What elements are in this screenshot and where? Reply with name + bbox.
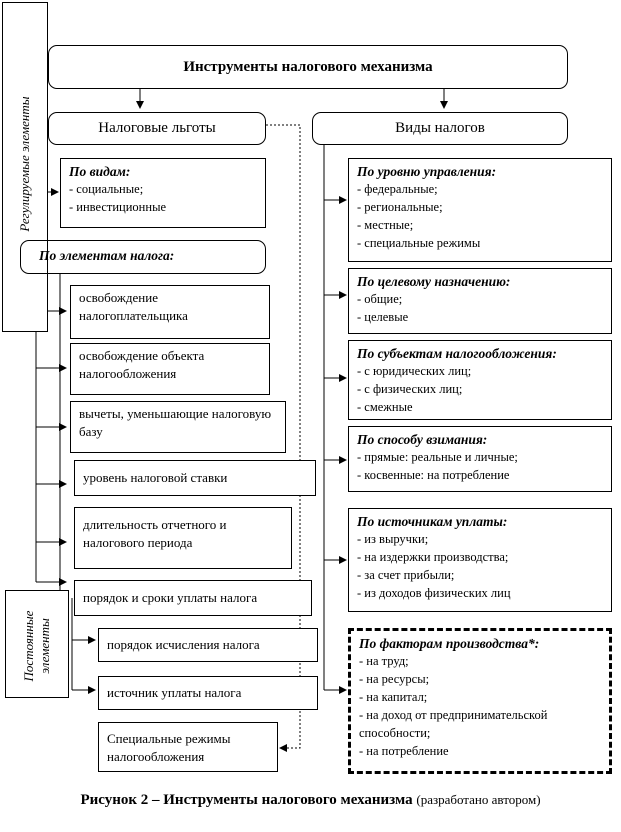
group-item: - федеральные; xyxy=(357,182,438,196)
group-heading: По субъектам налогообложения: xyxy=(357,346,557,361)
element-box: порядок исчисления налога xyxy=(98,628,318,662)
group-item: - общие; xyxy=(357,292,403,306)
group-heading: По источникам уплаты: xyxy=(357,514,508,529)
group-heading: По уровню управления: xyxy=(357,164,497,179)
group-box-collection-method: По способу взимания: - прямые: реальные … xyxy=(348,426,612,492)
group-item: - на ресурсы; xyxy=(359,672,430,686)
group-heading: По целевому назначению: xyxy=(357,274,511,289)
by-type-heading: По видам: xyxy=(69,164,131,179)
group-item: - за счет прибыли; xyxy=(357,568,455,582)
group-item: - региональные; xyxy=(357,200,443,214)
group-item: - местные; xyxy=(357,218,414,232)
by-type-box: По видам: - социальные; - инвестиционные xyxy=(60,158,266,228)
group-item: - на труд; xyxy=(359,654,409,668)
element-box: источник уплаты налога xyxy=(98,676,318,710)
caption-note: (разработано автором) xyxy=(416,792,541,807)
by-type-item: - социальные; xyxy=(69,182,144,196)
element-box: уровень налоговой ставки xyxy=(74,460,316,496)
by-elements-box: По элементам налога: xyxy=(20,240,266,274)
group-box-production-factors: По факторам производства*: - на труд; - … xyxy=(348,628,612,774)
group-item: - на потребление xyxy=(359,744,449,758)
group-item: - целевые xyxy=(357,310,409,324)
group-item: - смежные xyxy=(357,400,413,414)
figure-caption: Рисунок 2 – Инструменты налогового механ… xyxy=(0,792,621,809)
group-heading: По способу взимания: xyxy=(357,432,488,447)
group-item: - на капитал; xyxy=(359,690,428,704)
group-item: - прямые: реальные и личные; xyxy=(357,450,518,464)
group-box-target-purpose: По целевому назначению: - общие; - целев… xyxy=(348,268,612,334)
caption-main: Рисунок 2 – Инструменты налогового механ… xyxy=(80,792,413,808)
element-box: порядок и сроки уплаты налога xyxy=(74,580,312,616)
group-item: - на издержки производства; xyxy=(357,550,509,564)
group-item: - специальные режимы xyxy=(357,236,481,250)
constant-elements-box xyxy=(5,590,69,698)
by-elements-heading: По элементам налога: xyxy=(39,248,175,263)
by-type-item: - инвестиционные xyxy=(69,200,167,214)
constant-elements-label: Постоянные элементы xyxy=(21,610,52,682)
element-box: освобождение объекта налогообложения xyxy=(70,343,270,395)
element-box: вычеты, уменьшающие налоговую базу xyxy=(70,401,286,453)
tax-benefits-header: Налоговые льготы xyxy=(48,112,266,145)
group-box-taxation-subjects: По субъектам налогообложения: - с юридич… xyxy=(348,340,612,420)
group-item: - из доходов физических лиц xyxy=(357,586,511,600)
group-item: - косвенные: на потребление xyxy=(357,468,510,482)
group-item: - с юридических лиц; xyxy=(357,364,472,378)
diagram-title: Инструменты налогового механизма xyxy=(48,45,568,89)
group-item: - с физических лиц; xyxy=(357,382,463,396)
group-item: - на доход от предпринимательской способ… xyxy=(359,708,548,740)
element-box: Специальные режимы налогообложения xyxy=(98,722,278,772)
group-box-management-level: По уровню управления: - федеральные; - р… xyxy=(348,158,612,262)
tax-types-header: Виды налогов xyxy=(312,112,568,145)
group-item: - из выручки; xyxy=(357,532,429,546)
group-heading: По факторам производства*: xyxy=(359,636,540,651)
regulated-elements-border xyxy=(2,2,48,332)
element-box: длительность отчетного и налогового пери… xyxy=(74,507,292,569)
group-box-payment-sources: По источникам уплаты: - из выручки; - на… xyxy=(348,508,612,612)
element-box: освобождение налогоплательщика xyxy=(70,285,270,339)
